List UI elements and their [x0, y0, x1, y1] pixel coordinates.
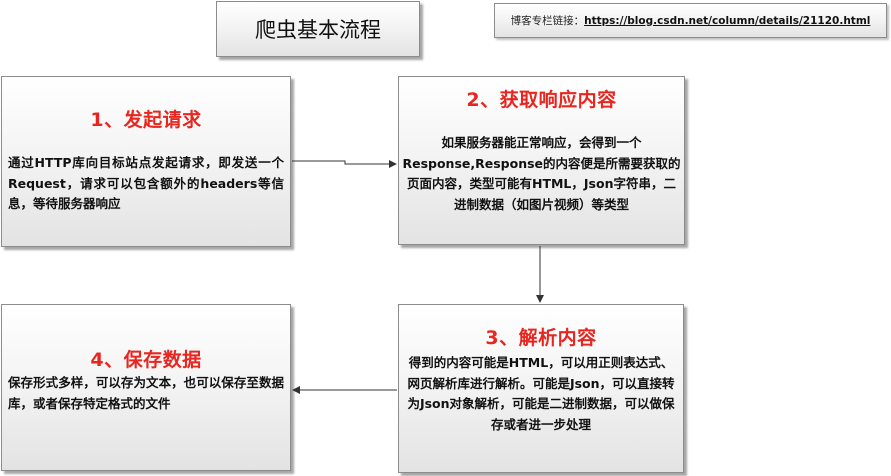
step-4-box: 4、保存数据 保存形式多样，可以存为文本，也可以保存至数据库，或者保存特定格式的… — [1, 304, 291, 471]
step-1-box: 1、发起请求 通过HTTP库向目标站点发起请求，即发送一个Request，请求可… — [1, 76, 291, 247]
step-3-body: 得到的内容可能是HTML，可以用正则表达式、网页解析库进行解析。可能是Json，… — [407, 355, 675, 432]
step-4-heading: 4、保存数据 — [90, 349, 202, 371]
step-2-heading: 2、获取响应内容 — [466, 89, 617, 111]
arrow-step1-to-step2 — [292, 160, 397, 168]
step-2-box: 2、获取响应内容 如果服务器能正常响应，会得到一个Response,Respon… — [398, 76, 685, 245]
step-2-body: 如果服务器能正常响应，会得到一个Response,Response的内容便是所需… — [402, 135, 681, 212]
blog-link-label: 博客专栏链接： — [510, 15, 585, 27]
diagram-title: 爬虫基本流程 — [216, 1, 420, 57]
step-4-body: 保存形式多样，可以存为文本，也可以保存至数据库，或者保存特定格式的文件 — [8, 375, 284, 411]
step-3-box: 3、解析内容 得到的内容可能是HTML，可以用正则表达式、网页解析库进行解析。可… — [398, 304, 684, 473]
blog-link-url[interactable]: https://blog.csdn.net/column/details/211… — [584, 14, 871, 27]
diagram-title-text: 爬虫基本流程 — [255, 18, 381, 42]
step-1-body: 通过HTTP库向目标站点发起请求，即发送一个Request，请求可以包含额外的h… — [8, 155, 284, 211]
step-3-heading: 3、解析内容 — [485, 327, 597, 349]
blog-link-box: 博客专栏链接： https://blog.csdn.net/column/det… — [494, 3, 887, 38]
step-1-heading: 1、发起请求 — [90, 109, 202, 131]
